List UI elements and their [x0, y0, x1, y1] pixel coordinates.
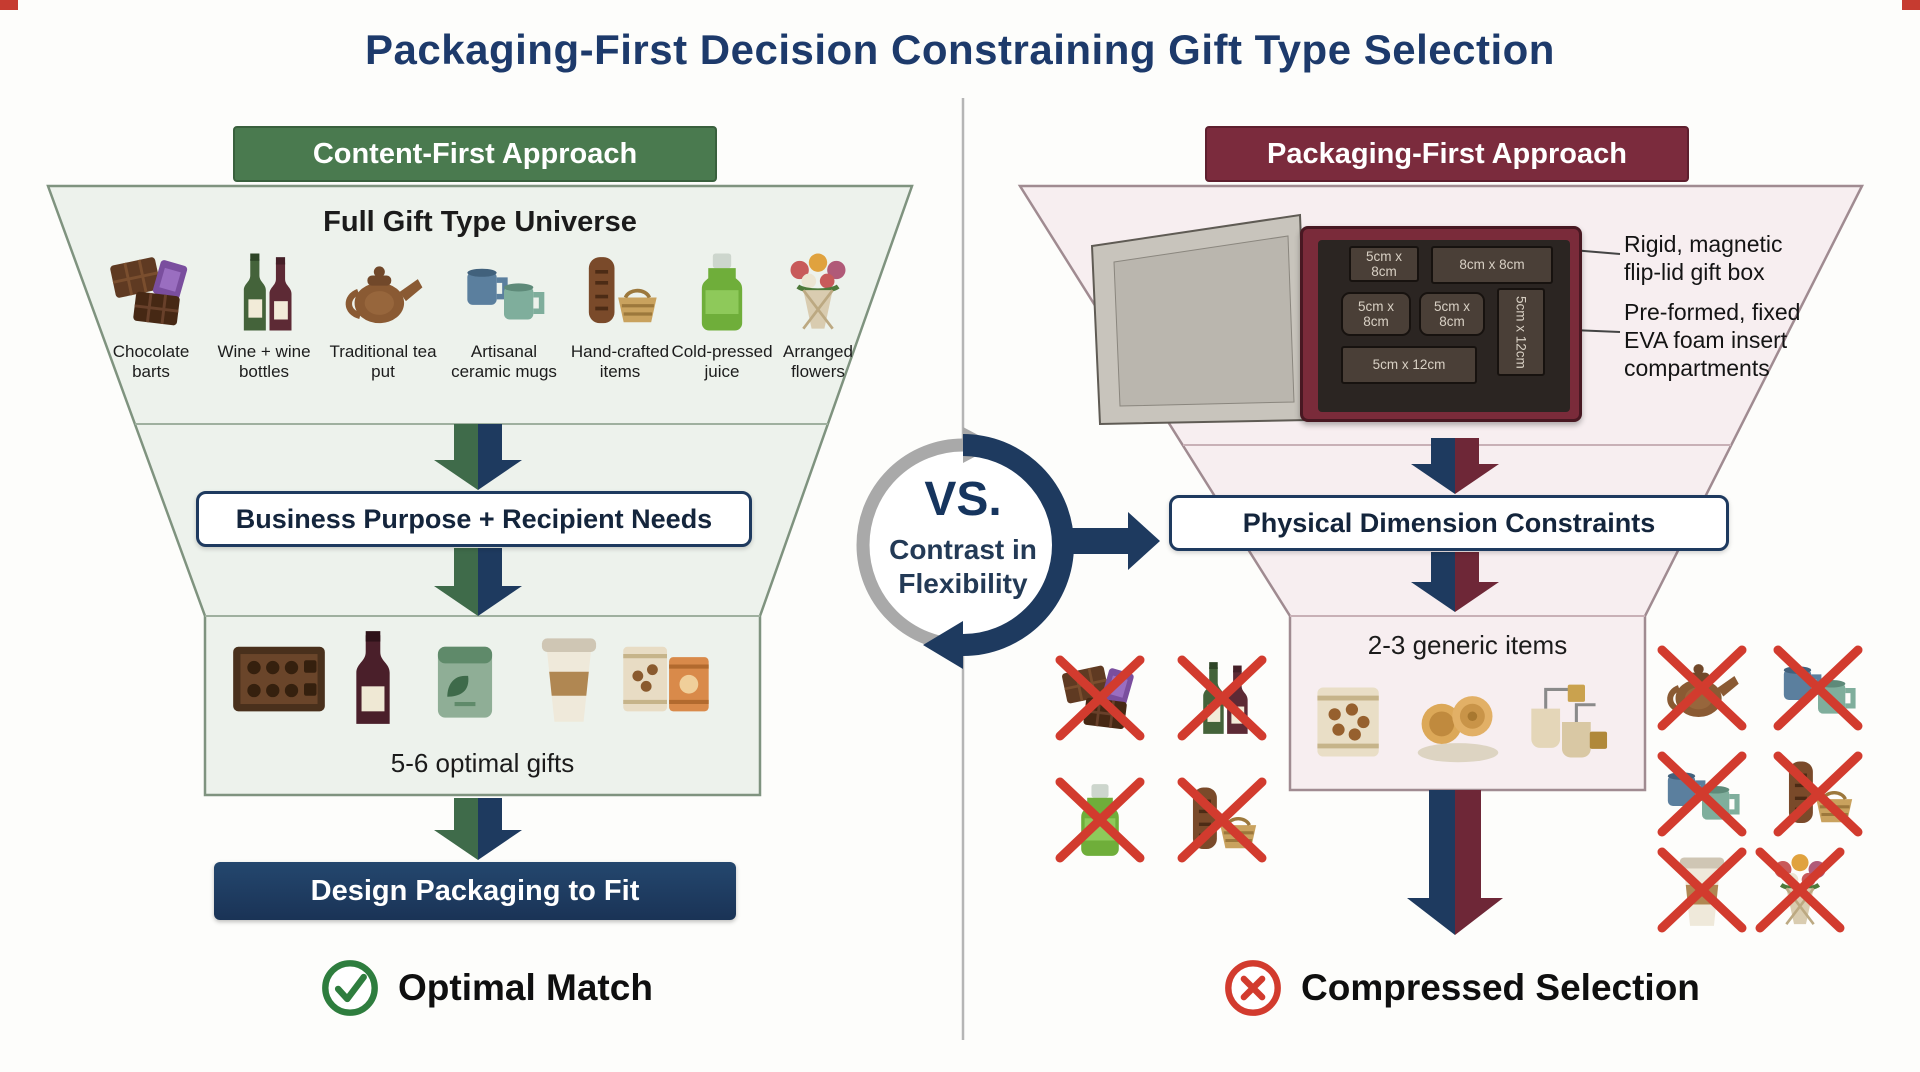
- nuts-pack-icon: [1304, 676, 1396, 768]
- excluded-crafted-basket: [1768, 744, 1868, 844]
- red-cross-icon: [1177, 655, 1267, 741]
- red-cross-icon: [1755, 847, 1845, 933]
- excluded-chocolate: [1050, 648, 1150, 748]
- tea-bags-icon: [1516, 676, 1608, 768]
- red-cross-icon: [1055, 777, 1145, 863]
- left-down-arrow-1: [434, 424, 522, 490]
- gift-item-label: Cold-pressed juice: [671, 342, 773, 381]
- vs-subtitle-line1: Contrast in: [889, 534, 1037, 565]
- cookies-icon: [1412, 676, 1504, 768]
- right-down-arrow-2: [1411, 552, 1499, 612]
- optimal-match-label: Optimal Match: [398, 967, 653, 1008]
- left-down-arrow-2: [434, 548, 522, 616]
- design-packaging-box: Design Packaging to Fit: [214, 862, 736, 920]
- gift-item-label: Wine + wine bottles: [217, 342, 311, 381]
- red-cross-icon: [1657, 751, 1747, 837]
- optimal-match-result: Optimal Match: [318, 956, 653, 1020]
- design-packaging-label: Design Packaging to Fit: [310, 874, 640, 907]
- cross-circle-icon: [1225, 960, 1281, 1016]
- foam-compartment-vertical: 5cm x 12cm: [1497, 288, 1545, 376]
- gift-item-label: Chocolate barts: [112, 342, 190, 381]
- vs-cycle-arrows: [856, 427, 1074, 669]
- excluded-teapot: [1652, 638, 1752, 738]
- foam-compartment: 5cm x 8cm: [1349, 246, 1419, 282]
- gift-item-wine: Wine + wine bottles: [206, 248, 322, 381]
- excluded-handcrafted: [1172, 770, 1272, 870]
- dimension-constraints-label: Physical Dimension Constraints: [1242, 507, 1656, 538]
- left-down-arrow-3: [434, 798, 522, 860]
- foam-compartment: 5cm x 12cm: [1341, 346, 1477, 384]
- generic-items-label: 2-3 generic items: [1367, 630, 1568, 660]
- optimal-gifts-label: 5-6 optimal gifts: [390, 748, 575, 778]
- red-cross-icon: [1657, 847, 1747, 933]
- compressed-selection-label: Compressed Selection: [1301, 967, 1700, 1008]
- universe-title: Full Gift Type Universe: [323, 206, 637, 238]
- vs-label: VS.: [924, 473, 1002, 526]
- check-icon: [322, 960, 378, 1016]
- business-purpose-box: Business Purpose + Recipient Needs: [196, 491, 752, 547]
- vs-right-arrow: [1068, 512, 1160, 570]
- wine-bottles-icon: [220, 248, 308, 336]
- dimension-constraints-box: Physical Dimension Constraints: [1169, 495, 1729, 551]
- chocolate-box-icon: [229, 628, 329, 728]
- compressed-selection-result: Compressed Selection: [1221, 956, 1700, 1020]
- page-title: Packaging-First Decision Constraining Gi…: [365, 26, 1555, 73]
- juice-bottle-icon: [678, 248, 766, 336]
- foam-compartment: 8cm x 8cm: [1431, 246, 1553, 284]
- gift-item-chocolate: Chocolate barts: [93, 248, 209, 381]
- handcrafted-icon: [576, 248, 664, 336]
- vs-subtitle-line2: Flexibility: [898, 568, 1028, 599]
- chocolate-bars-icon: [107, 248, 195, 336]
- ceramic-mugs-icon: [460, 248, 548, 336]
- gift-item-label: Hand-crafted items: [570, 342, 670, 381]
- content-first-header: Content-First Approach: [233, 126, 717, 182]
- foam-compartment: 5cm x 8cm: [1419, 292, 1485, 336]
- teapot-icon: [339, 248, 427, 336]
- red-cross-icon: [1773, 751, 1863, 837]
- coffee-cup-icon: [519, 628, 619, 728]
- tea-tin-icon: [415, 628, 515, 728]
- excluded-wine: [1172, 648, 1272, 748]
- gift-item-flowers: Arranged flowers: [760, 248, 876, 381]
- box-annotation-2: Pre-formed, fixed EVA foam insert compar…: [1624, 299, 1801, 382]
- snack-pack-icon: [617, 628, 717, 728]
- corner-mark-right: [1902, 0, 1920, 10]
- content-first-header-label: Content-First Approach: [312, 137, 638, 170]
- red-cross-icon: [1055, 655, 1145, 741]
- red-cross-icon: [1773, 645, 1863, 731]
- gift-item-label: Traditional tea put: [329, 342, 437, 381]
- gift-box-lid: [1090, 213, 1310, 426]
- excluded-coffee: [1652, 840, 1752, 940]
- gift-item-juice: Cold-pressed juice: [664, 248, 780, 381]
- excluded-flowers: [1750, 840, 1850, 940]
- packaging-first-header-label: Packaging-First Approach: [1267, 137, 1627, 170]
- box-annotation-1: Rigid, magnetic flip-lid gift box: [1624, 231, 1783, 286]
- right-down-arrow-3: [1407, 790, 1503, 935]
- right-down-arrow-1: [1411, 438, 1499, 494]
- excluded-cups: [1652, 744, 1752, 844]
- excluded-juice: [1050, 770, 1150, 870]
- gift-item-mugs: Artisanal ceramic mugs: [446, 248, 562, 381]
- corner-mark-left: [0, 0, 18, 10]
- red-cross-icon: [1177, 777, 1267, 863]
- foam-compartment: 5cm x 8cm: [1341, 292, 1411, 336]
- red-cross-icon: [1657, 645, 1747, 731]
- wine-bottle-icon: [323, 628, 423, 728]
- business-purpose-label: Business Purpose + Recipient Needs: [235, 503, 713, 534]
- bouquet-icon: [774, 248, 862, 336]
- packaging-first-header: Packaging-First Approach: [1205, 126, 1689, 182]
- gift-item-label: Arranged flowers: [783, 342, 853, 381]
- gift-item-teapot: Traditional tea put: [325, 248, 441, 381]
- gift-item-handcrafted: Hand-crafted items: [562, 248, 678, 381]
- gift-item-label: Artisanal ceramic mugs: [451, 342, 557, 381]
- excluded-mugs: [1768, 638, 1868, 738]
